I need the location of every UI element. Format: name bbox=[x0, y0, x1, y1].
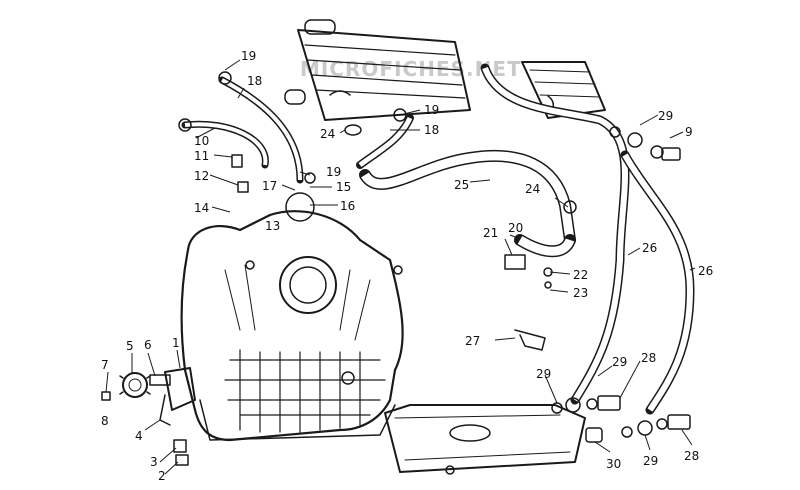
callout-15: 15 bbox=[336, 180, 351, 194]
callout-20: 20 bbox=[508, 221, 523, 235]
fittings bbox=[178, 71, 691, 443]
callout-5: 5 bbox=[126, 339, 134, 353]
callout-3: 3 bbox=[150, 455, 158, 469]
callout-29-bottom: 29 bbox=[643, 454, 658, 468]
callout-2: 2 bbox=[158, 469, 166, 483]
callout-14: 14 bbox=[194, 201, 209, 215]
callout-19-mid: 19 bbox=[326, 165, 341, 179]
engine-crankcase bbox=[180, 210, 404, 442]
callout-27: 27 bbox=[465, 334, 480, 348]
callout-26-right: 26 bbox=[698, 264, 713, 278]
callout-1: 1 bbox=[172, 336, 180, 350]
callout-19-right: 19 bbox=[424, 103, 439, 117]
callout-4: 4 bbox=[135, 429, 143, 443]
hoses bbox=[181, 63, 695, 415]
callout-29-mid-left: 29 bbox=[536, 367, 551, 381]
callout-18-top: 18 bbox=[247, 74, 262, 88]
oil-sump bbox=[384, 404, 586, 475]
callout-26-left: 26 bbox=[642, 241, 657, 255]
callout-16: 16 bbox=[340, 199, 355, 213]
callout-6: 6 bbox=[144, 338, 152, 352]
callout-12: 12 bbox=[194, 169, 209, 183]
callout-labels: 19 18 10 11 12 14 13 17 15 16 19 19 24 1… bbox=[101, 49, 713, 483]
callout-24-right: 24 bbox=[525, 182, 540, 196]
callout-29-top: 29 bbox=[658, 109, 673, 123]
callout-11: 11 bbox=[194, 149, 209, 163]
callout-18-right: 18 bbox=[424, 123, 439, 137]
oil-cooler bbox=[284, 19, 471, 121]
callout-24-top: 24 bbox=[320, 127, 335, 141]
callout-25: 25 bbox=[454, 178, 469, 192]
callout-23: 23 bbox=[573, 286, 588, 300]
callout-leader-lines bbox=[105, 59, 696, 475]
oil-pump bbox=[101, 367, 196, 466]
callout-21: 21 bbox=[483, 226, 498, 240]
callout-17: 17 bbox=[262, 179, 277, 193]
callout-8: 8 bbox=[101, 414, 109, 428]
callout-29-mid: 29 bbox=[612, 355, 627, 369]
callout-10: 10 bbox=[194, 134, 209, 148]
callout-13: 13 bbox=[265, 219, 280, 233]
callout-7: 7 bbox=[101, 358, 109, 372]
callout-28-bottom: 28 bbox=[684, 449, 699, 463]
callout-22: 22 bbox=[573, 268, 588, 282]
callout-9: 9 bbox=[685, 125, 693, 139]
callout-30: 30 bbox=[606, 457, 621, 471]
callout-19-top: 19 bbox=[241, 49, 256, 63]
callout-28-top: 28 bbox=[641, 351, 656, 365]
